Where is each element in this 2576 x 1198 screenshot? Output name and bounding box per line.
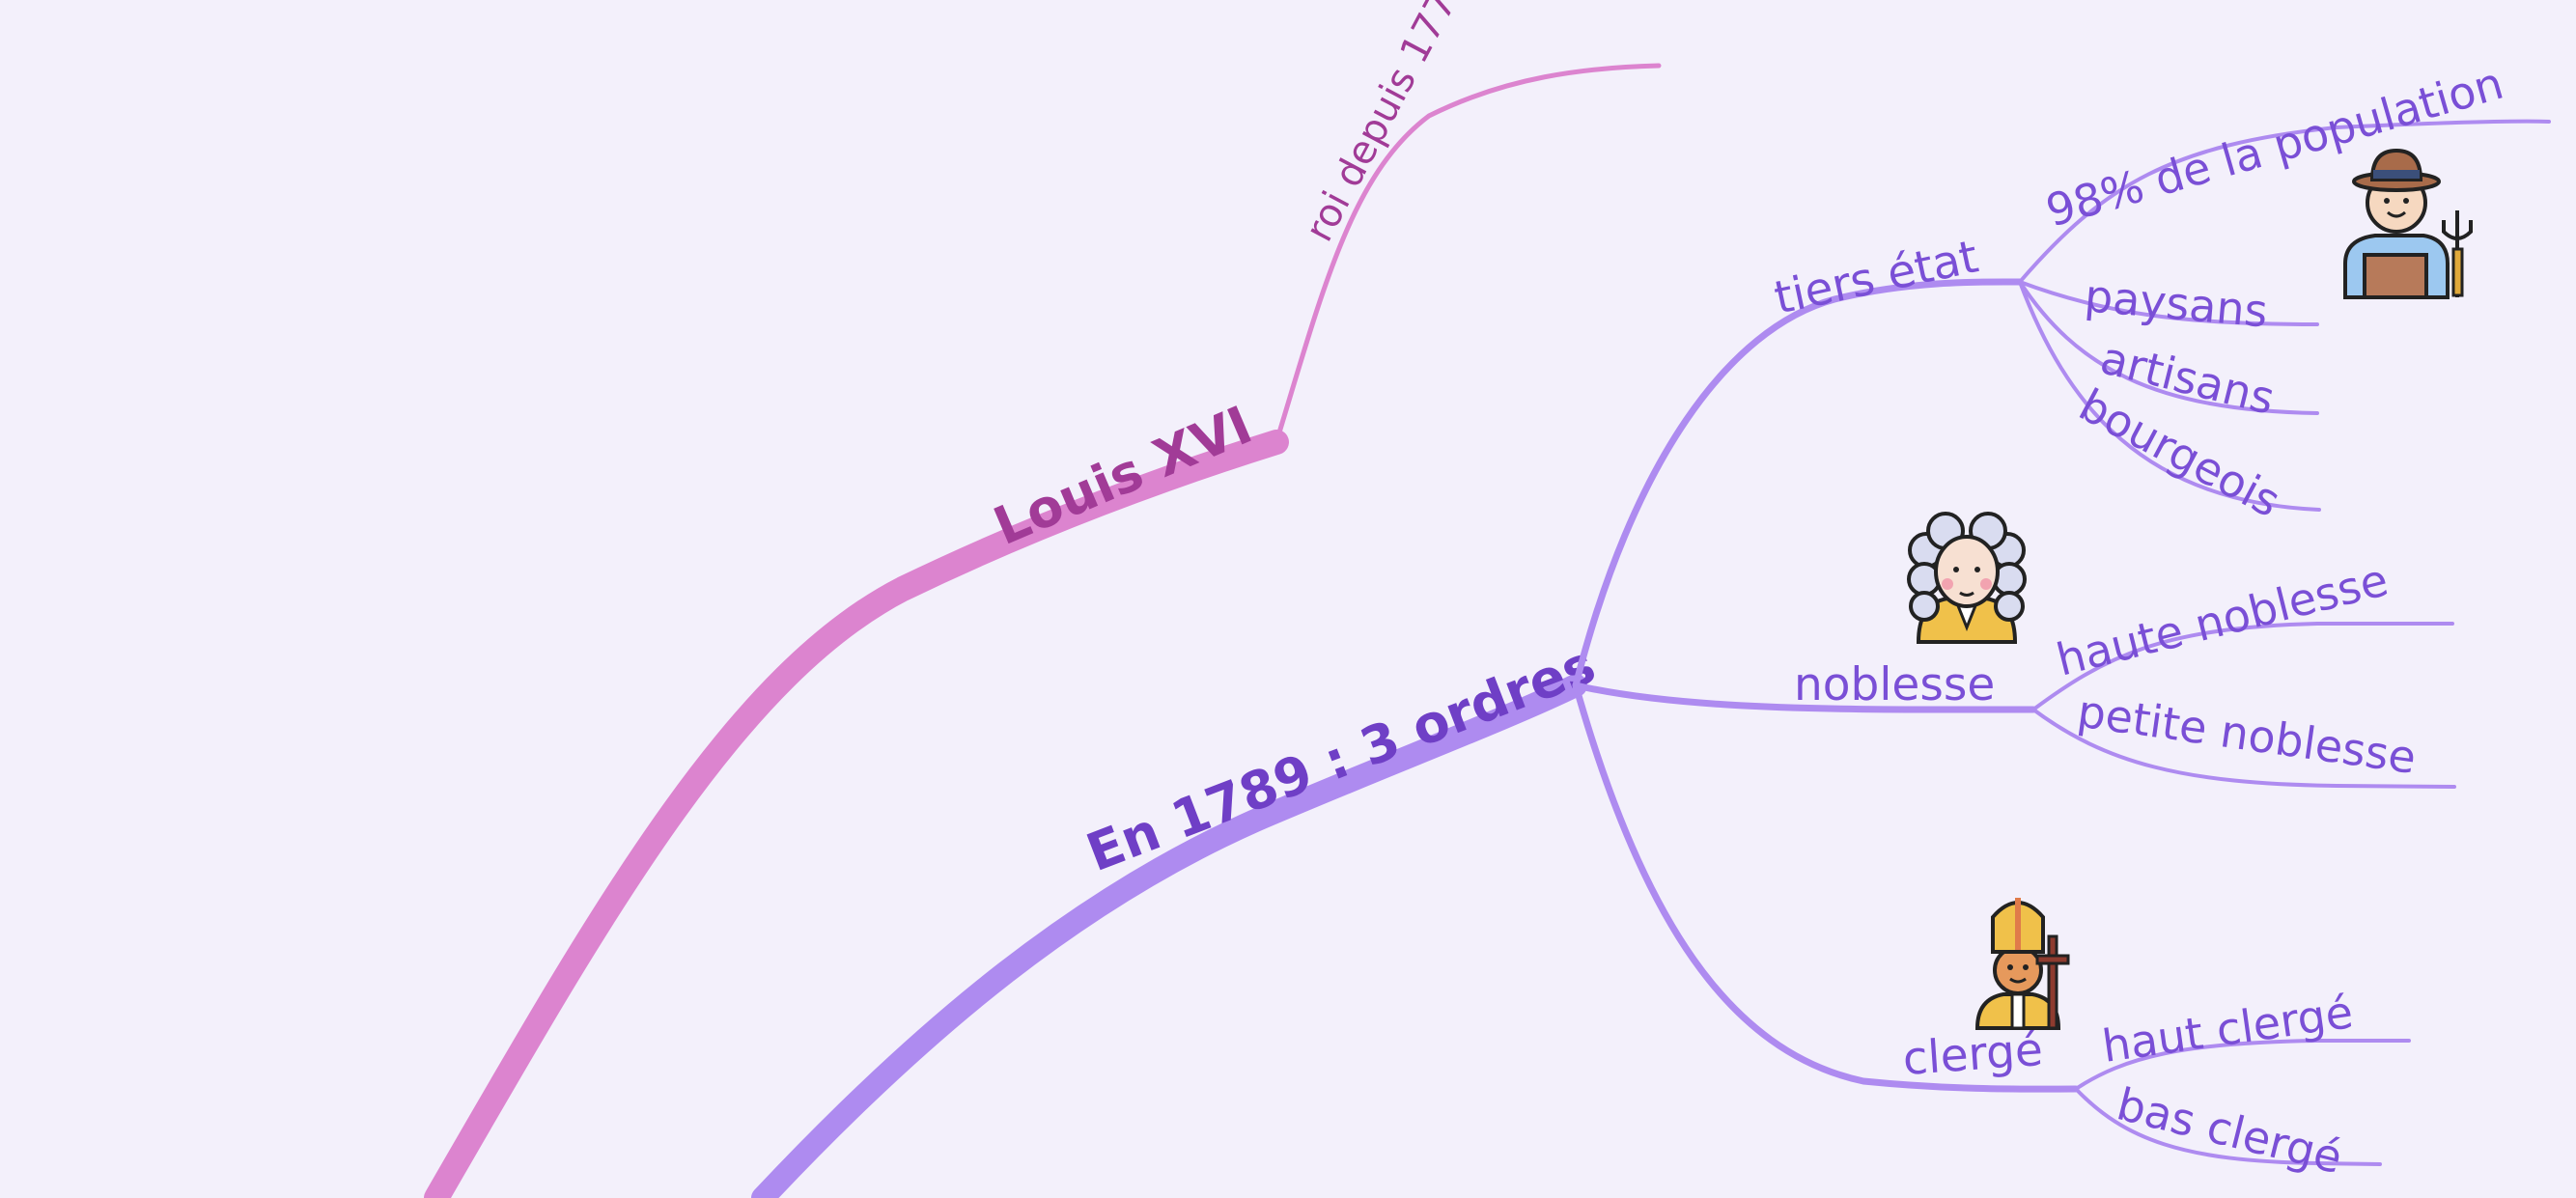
node-haut-clerge[interactable]: haut clergé (2099, 986, 2356, 1073)
node-noblesse[interactable]: noblesse (1794, 658, 1995, 711)
branch-3-ordres: En 1789 : 3 ordres tiers état 98% de la … (751, 57, 2551, 1198)
connector-haute-noblesse (2031, 622, 2454, 711)
connector-haut-clerge (2074, 1039, 2411, 1091)
node-tiers-etat[interactable]: tiers état (1770, 231, 1982, 325)
branch-louis-xvi: Louis XVI roi depuis 1774 (424, 0, 1662, 1198)
branch-line-3-ordres (751, 674, 1587, 1198)
connector-artisans (2018, 280, 2319, 415)
branch-line-louis-xvi (424, 430, 1289, 1198)
node-petite-noblesse[interactable]: petite noblesse (2074, 684, 2419, 784)
node-louis-xvi[interactable]: Louis XVI (985, 394, 1260, 557)
noble-icon (1907, 512, 2027, 644)
connector-bas-clerge (2074, 1087, 2382, 1166)
connector-bourgeois (2018, 280, 2321, 512)
node-3-ordres[interactable]: En 1789 : 3 ordres (1078, 633, 1603, 883)
connector-petite-noblesse (2031, 708, 2456, 789)
connector-clerge (1572, 682, 2080, 1093)
connector-noblesse (1572, 682, 2037, 713)
connector-roi-depuis-1774 (1274, 63, 1662, 445)
farmer-icon (2343, 148, 2473, 299)
bishop-icon (1974, 898, 2070, 1030)
connector-tiers-etat (1572, 278, 2024, 689)
node-bas-clerge[interactable]: bas clergé (2112, 1077, 2347, 1184)
node-paysans[interactable]: paysans (2083, 269, 2270, 337)
connector-paysans (2018, 280, 2319, 326)
node-haute-noblesse[interactable]: haute noblesse (2052, 553, 2394, 685)
node-98-population[interactable]: 98% de la population (2040, 57, 2508, 237)
connector-98-population (2018, 119, 2551, 284)
node-roi-depuis-1774[interactable]: roi depuis 1774 (1297, 0, 1477, 249)
node-clerge[interactable]: clergé (1901, 1023, 2045, 1086)
